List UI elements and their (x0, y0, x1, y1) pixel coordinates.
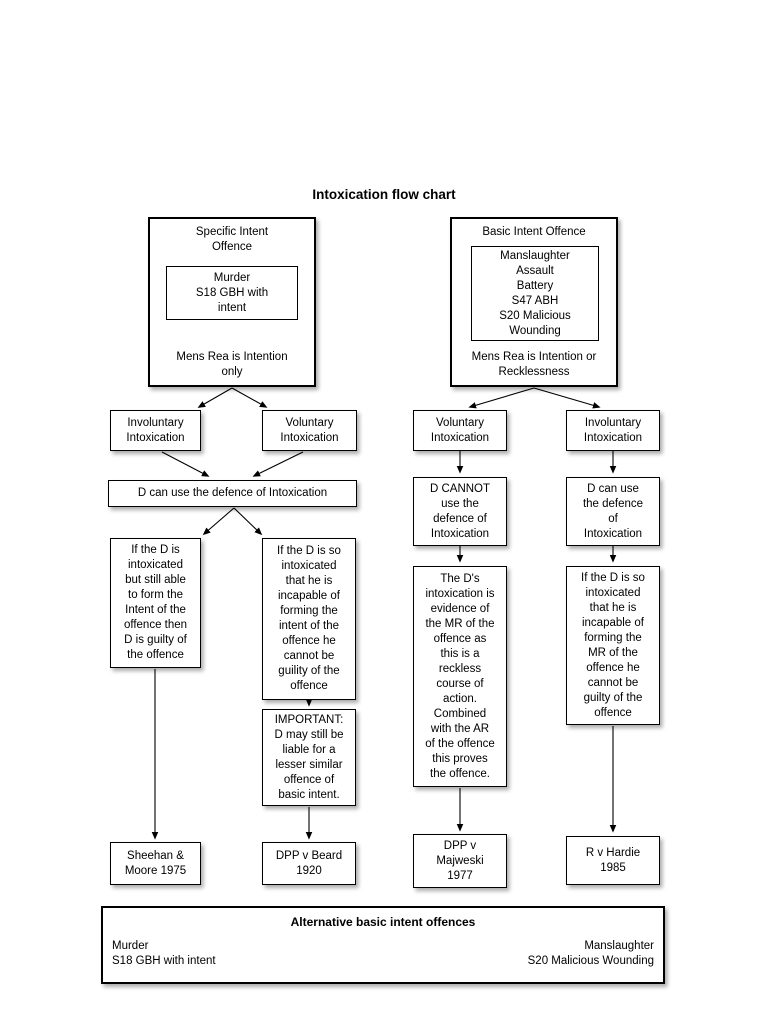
alternative-offences-box: Alternative basic intent offences Murder… (101, 906, 665, 984)
case-sheehan-moore-box: Sheehan & Moore 1975 (110, 842, 201, 885)
basic-reckless-course-box: The D's intoxication is evidence of the … (413, 566, 507, 787)
basic-voluntary-intoxication-box: Voluntary Intoxication (413, 410, 507, 451)
basic-intent-heading: Basic Intent Offence (482, 226, 586, 238)
specific-incapable-box: If the D is so intoxicated that he is in… (262, 538, 356, 700)
basic-involuntary-intoxication-box: Involuntary Intoxication (566, 410, 660, 451)
basic-intent-offences-box: Manslaughter Assault Battery S47 ABH S20… (471, 246, 599, 341)
basic-intent-mens-rea: Mens Rea is Intention or Recklessness (471, 351, 597, 378)
case-r-v-hardie-box: R v Hardie 1985 (566, 836, 660, 885)
specific-intent-offences-box: Murder S18 GBH with intent (166, 266, 298, 320)
basic-intent-offence-box: Basic Intent Offence Manslaughter Assaul… (450, 217, 618, 387)
alternative-offences-specific: Murder S18 GBH with intent (112, 940, 216, 967)
case-dpp-majweski-box: DPP v Majweski 1977 (413, 834, 507, 888)
d-cannot-use-defence-box: D CANNOT use the defence of Intoxication (413, 477, 507, 546)
alternative-offences-basic: Manslaughter S20 Malicious Wounding (527, 940, 654, 967)
case-dpp-beard-box: DPP v Beard 1920 (262, 842, 356, 885)
specific-voluntary-intoxication-box: Voluntary Intoxication (262, 410, 357, 451)
flowchart-title: Intoxication flow chart (312, 187, 456, 202)
specific-intent-mens-rea: Mens Rea is Intention only (176, 351, 288, 378)
alternative-offences-heading: Alternative basic intent offences (290, 915, 476, 929)
basic-incapable-box: If the D is so intoxicated that he is in… (566, 566, 660, 725)
important-note-box: IMPORTANT: D may still be liable for a l… (262, 709, 356, 806)
specific-still-able-box: If the D is intoxicated but still able t… (110, 538, 201, 668)
specific-intent-offence-box: Specific Intent Offence Murder S18 GBH w… (148, 217, 316, 387)
specific-involuntary-intoxication-box: Involuntary Intoxication (110, 410, 201, 451)
d-can-use-defence-box: D can use the defence of Intoxication (566, 477, 660, 546)
specific-intent-heading: Specific Intent Offence (195, 226, 269, 253)
defence-available-bar: D can use the defence of Intoxication (108, 480, 357, 507)
